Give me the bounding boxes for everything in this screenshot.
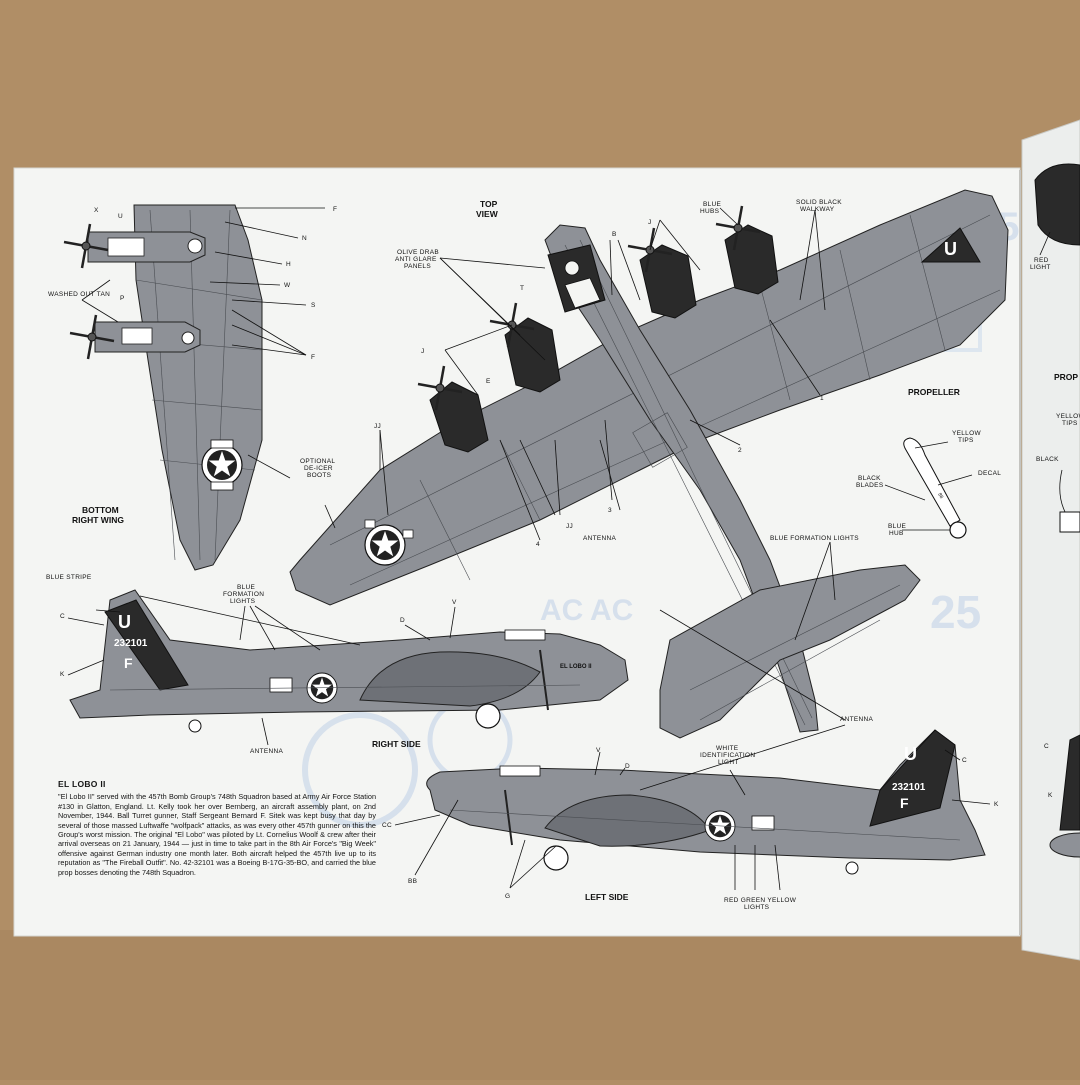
- callout-c-1: C: [60, 613, 65, 620]
- right-tail-letter: U: [118, 612, 131, 632]
- right-serial: 232101: [114, 638, 148, 649]
- top-view-leaders: [324, 207, 846, 721]
- callout-k-3: K: [1048, 792, 1053, 799]
- label-antenna-left: ANTENNA: [840, 716, 874, 723]
- label-antenna-right: ANTENNA: [250, 748, 284, 755]
- callout-jj-2: JJ: [566, 523, 573, 530]
- left-tail-sub: F: [900, 795, 909, 811]
- right-side-leaders: [67, 595, 456, 746]
- propeller-detail: 88: [884, 437, 973, 539]
- right-tail-sub: F: [124, 655, 133, 671]
- svg-text:88: 88: [936, 492, 944, 500]
- callout-f-1: F: [333, 206, 337, 213]
- label-decal: DECAL: [978, 470, 1001, 477]
- wing-tail-letter: U: [944, 239, 957, 259]
- callout-g: G: [505, 893, 510, 900]
- callout-x: X: [94, 207, 99, 214]
- callout-4: 4: [536, 541, 540, 548]
- callout-k-1: K: [60, 671, 65, 678]
- callout-k-2: K: [994, 801, 999, 808]
- left-side-leaders: [394, 724, 991, 891]
- caption-body: "El Lobo II" served with the 457th Bomb …: [58, 792, 376, 877]
- callout-d-2: D: [625, 763, 630, 770]
- callout-j-2: J: [421, 348, 425, 355]
- callout-v-1: V: [452, 599, 457, 606]
- callout-bb: BB: [408, 878, 417, 885]
- callout-1: 1: [820, 395, 824, 402]
- caption-title: EL LOBO II: [58, 779, 106, 789]
- callout-3: 3: [608, 507, 612, 514]
- next-page-partial: [1034, 163, 1080, 858]
- callout-2: 2: [738, 447, 742, 454]
- label-blue-formation-lights-top: BLUE FORMATION LIGHTS: [770, 535, 859, 542]
- left-side-aircraft: U 232101 F: [426, 729, 986, 875]
- left-serial: 232101: [892, 782, 926, 793]
- right-side-aircraft: U 232101 F EL LOBO II: [69, 589, 629, 733]
- left-tail-letter: U: [904, 744, 917, 764]
- svg-text:AC: AC: [540, 594, 583, 627]
- label-washed-out-tan-1: WASHED OUT TAN: [48, 291, 110, 298]
- callout-d-1: D: [400, 617, 405, 624]
- right-side-title: RIGHT SIDE: [372, 739, 421, 749]
- callout-p: P: [120, 295, 125, 302]
- propeller-title: PROPELLER: [908, 387, 960, 397]
- callout-j-1: J: [648, 219, 652, 226]
- callout-cc: CC: [382, 822, 392, 829]
- callout-s: S: [311, 302, 316, 309]
- left-side-title: LEFT SIDE: [585, 892, 629, 902]
- bottom-right-wing-view: [62, 204, 263, 571]
- callout-n: N: [302, 235, 307, 242]
- history-caption: EL LOBO II "El Lobo II" served with the …: [58, 779, 376, 877]
- label-black: BLACK: [1036, 456, 1059, 463]
- callout-v-2: V: [596, 747, 601, 754]
- callout-c-2: C: [962, 757, 967, 764]
- svg-text:AC: AC: [590, 594, 633, 627]
- bottom-wing-leaders: [81, 207, 325, 479]
- callout-t: T: [520, 285, 524, 292]
- callout-c-3: C: [1044, 743, 1049, 750]
- callout-e: E: [486, 378, 491, 385]
- nose-name: EL LOBO II: [560, 664, 592, 670]
- callout-h: H: [286, 261, 291, 268]
- callout-b: B: [612, 231, 617, 238]
- callout-jj-1: JJ: [374, 423, 381, 430]
- callout-w: W: [284, 282, 291, 289]
- label-prop-cut: PROP: [1054, 372, 1078, 382]
- callout-f-2: F: [311, 354, 315, 361]
- svg-text:25: 25: [930, 586, 981, 638]
- label-blue-stripe: BLUE STRIPE: [46, 574, 92, 581]
- callout-u: U: [118, 213, 123, 220]
- label-antenna-top: ANTENNA: [583, 535, 617, 542]
- top-view-aircraft: U: [289, 189, 1009, 739]
